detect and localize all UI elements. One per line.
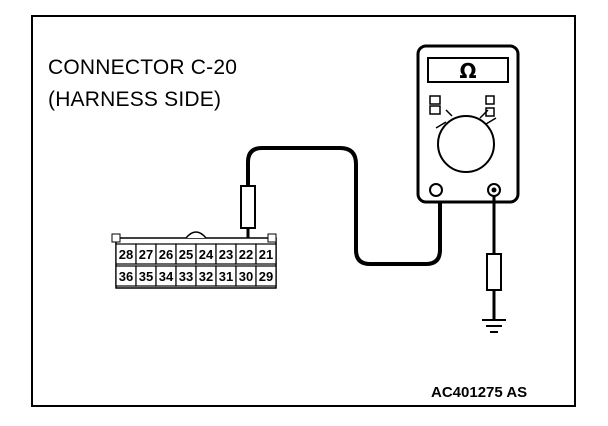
connector-pin-23: 23 bbox=[219, 247, 233, 262]
connector-pin-29: 29 bbox=[259, 269, 273, 284]
connector-pin-31: 31 bbox=[219, 269, 233, 284]
connector-c20: 28 27 26 25 24 23 22 21 36 35 34 33 32 31 30 29 bbox=[111, 231, 277, 289]
ground-lead bbox=[486, 196, 502, 320]
test-lead-wire bbox=[246, 146, 442, 266]
connector-pin-32: 32 bbox=[199, 269, 213, 284]
connector-pin-24: 24 bbox=[199, 247, 214, 262]
connector-pin-27: 27 bbox=[139, 247, 153, 262]
connector-subtitle: (HARNESS SIDE) bbox=[48, 88, 222, 111]
connector-pin-21: 21 bbox=[259, 247, 273, 262]
connector-pin-22: 22 bbox=[239, 247, 253, 262]
test-probe-icon bbox=[240, 185, 256, 246]
ohm-symbol: Ω bbox=[459, 59, 476, 83]
ground-symbol-icon bbox=[482, 319, 506, 333]
connector-pin-33: 33 bbox=[179, 269, 193, 284]
connector-pin-36: 36 bbox=[119, 269, 133, 284]
connector-pin-35: 35 bbox=[139, 269, 153, 284]
figure-id: AC401275 AS bbox=[431, 384, 528, 401]
connector-pin-28: 28 bbox=[119, 247, 133, 262]
connector-pin-30: 30 bbox=[239, 269, 253, 284]
connector-title: CONNECTOR C-20 bbox=[48, 56, 238, 79]
connector-pin-cell bbox=[255, 243, 277, 265]
connector-pin-34: 34 bbox=[159, 269, 174, 284]
ohmmeter-icon bbox=[416, 44, 520, 204]
connector-pin-26: 26 bbox=[159, 247, 173, 262]
connector-pin-cell bbox=[255, 265, 277, 287]
connector-pin-25: 25 bbox=[179, 247, 193, 262]
